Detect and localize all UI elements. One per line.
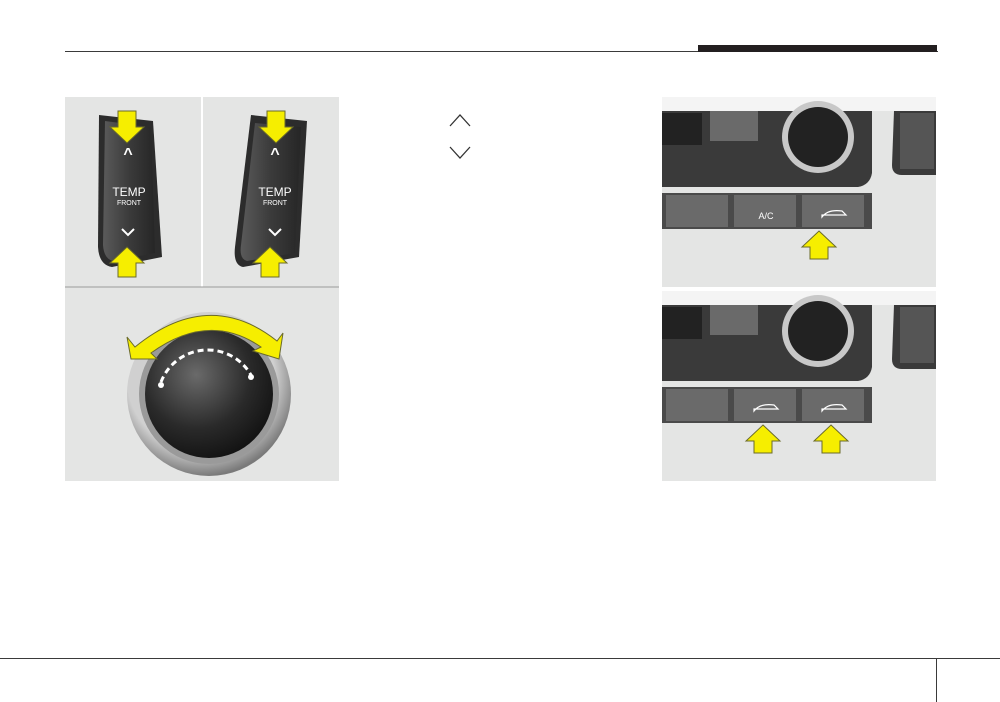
temp-switch-left: ^ TEMP FRONT xyxy=(98,115,162,267)
header-tab xyxy=(698,45,937,52)
arrow-up-icon xyxy=(812,424,850,454)
arrow-down-icon xyxy=(108,110,146,144)
header-rule xyxy=(65,51,938,52)
ac-panel-illustration: A/C xyxy=(662,97,936,287)
chevron-up-icon xyxy=(447,110,473,130)
temperature-knob xyxy=(126,312,291,476)
temperature-control-illustration: ^ TEMP FRONT ^ TEMP FRONT xyxy=(65,97,339,481)
footer-divider xyxy=(936,658,937,702)
press-arrows xyxy=(108,110,295,278)
arrow-up-icon xyxy=(251,246,289,278)
switch-sublabel: FRONT xyxy=(263,200,288,207)
rotate-arrow-icon xyxy=(126,314,284,360)
switch-sublabel: FRONT xyxy=(117,200,142,207)
footer-rule xyxy=(0,658,1000,659)
arrow-up-icon xyxy=(744,424,782,454)
svg-text:^: ^ xyxy=(123,146,132,163)
switch-label: TEMP xyxy=(258,185,291,199)
recirculation-icon xyxy=(821,210,848,219)
svg-text:^: ^ xyxy=(270,146,279,163)
arrow-up-icon xyxy=(800,230,838,260)
fresh-air-icon xyxy=(753,404,780,413)
recirculation-icon xyxy=(821,404,848,413)
ac-button-label: A/C xyxy=(758,211,774,221)
chevron-down-icon xyxy=(447,143,473,163)
temp-switch-right: ^ TEMP FRONT xyxy=(234,115,307,267)
recirculation-panel-illustration xyxy=(662,291,936,481)
switch-label: TEMP xyxy=(112,185,145,199)
arrow-down-icon xyxy=(257,110,295,144)
arrow-up-icon xyxy=(108,246,146,278)
